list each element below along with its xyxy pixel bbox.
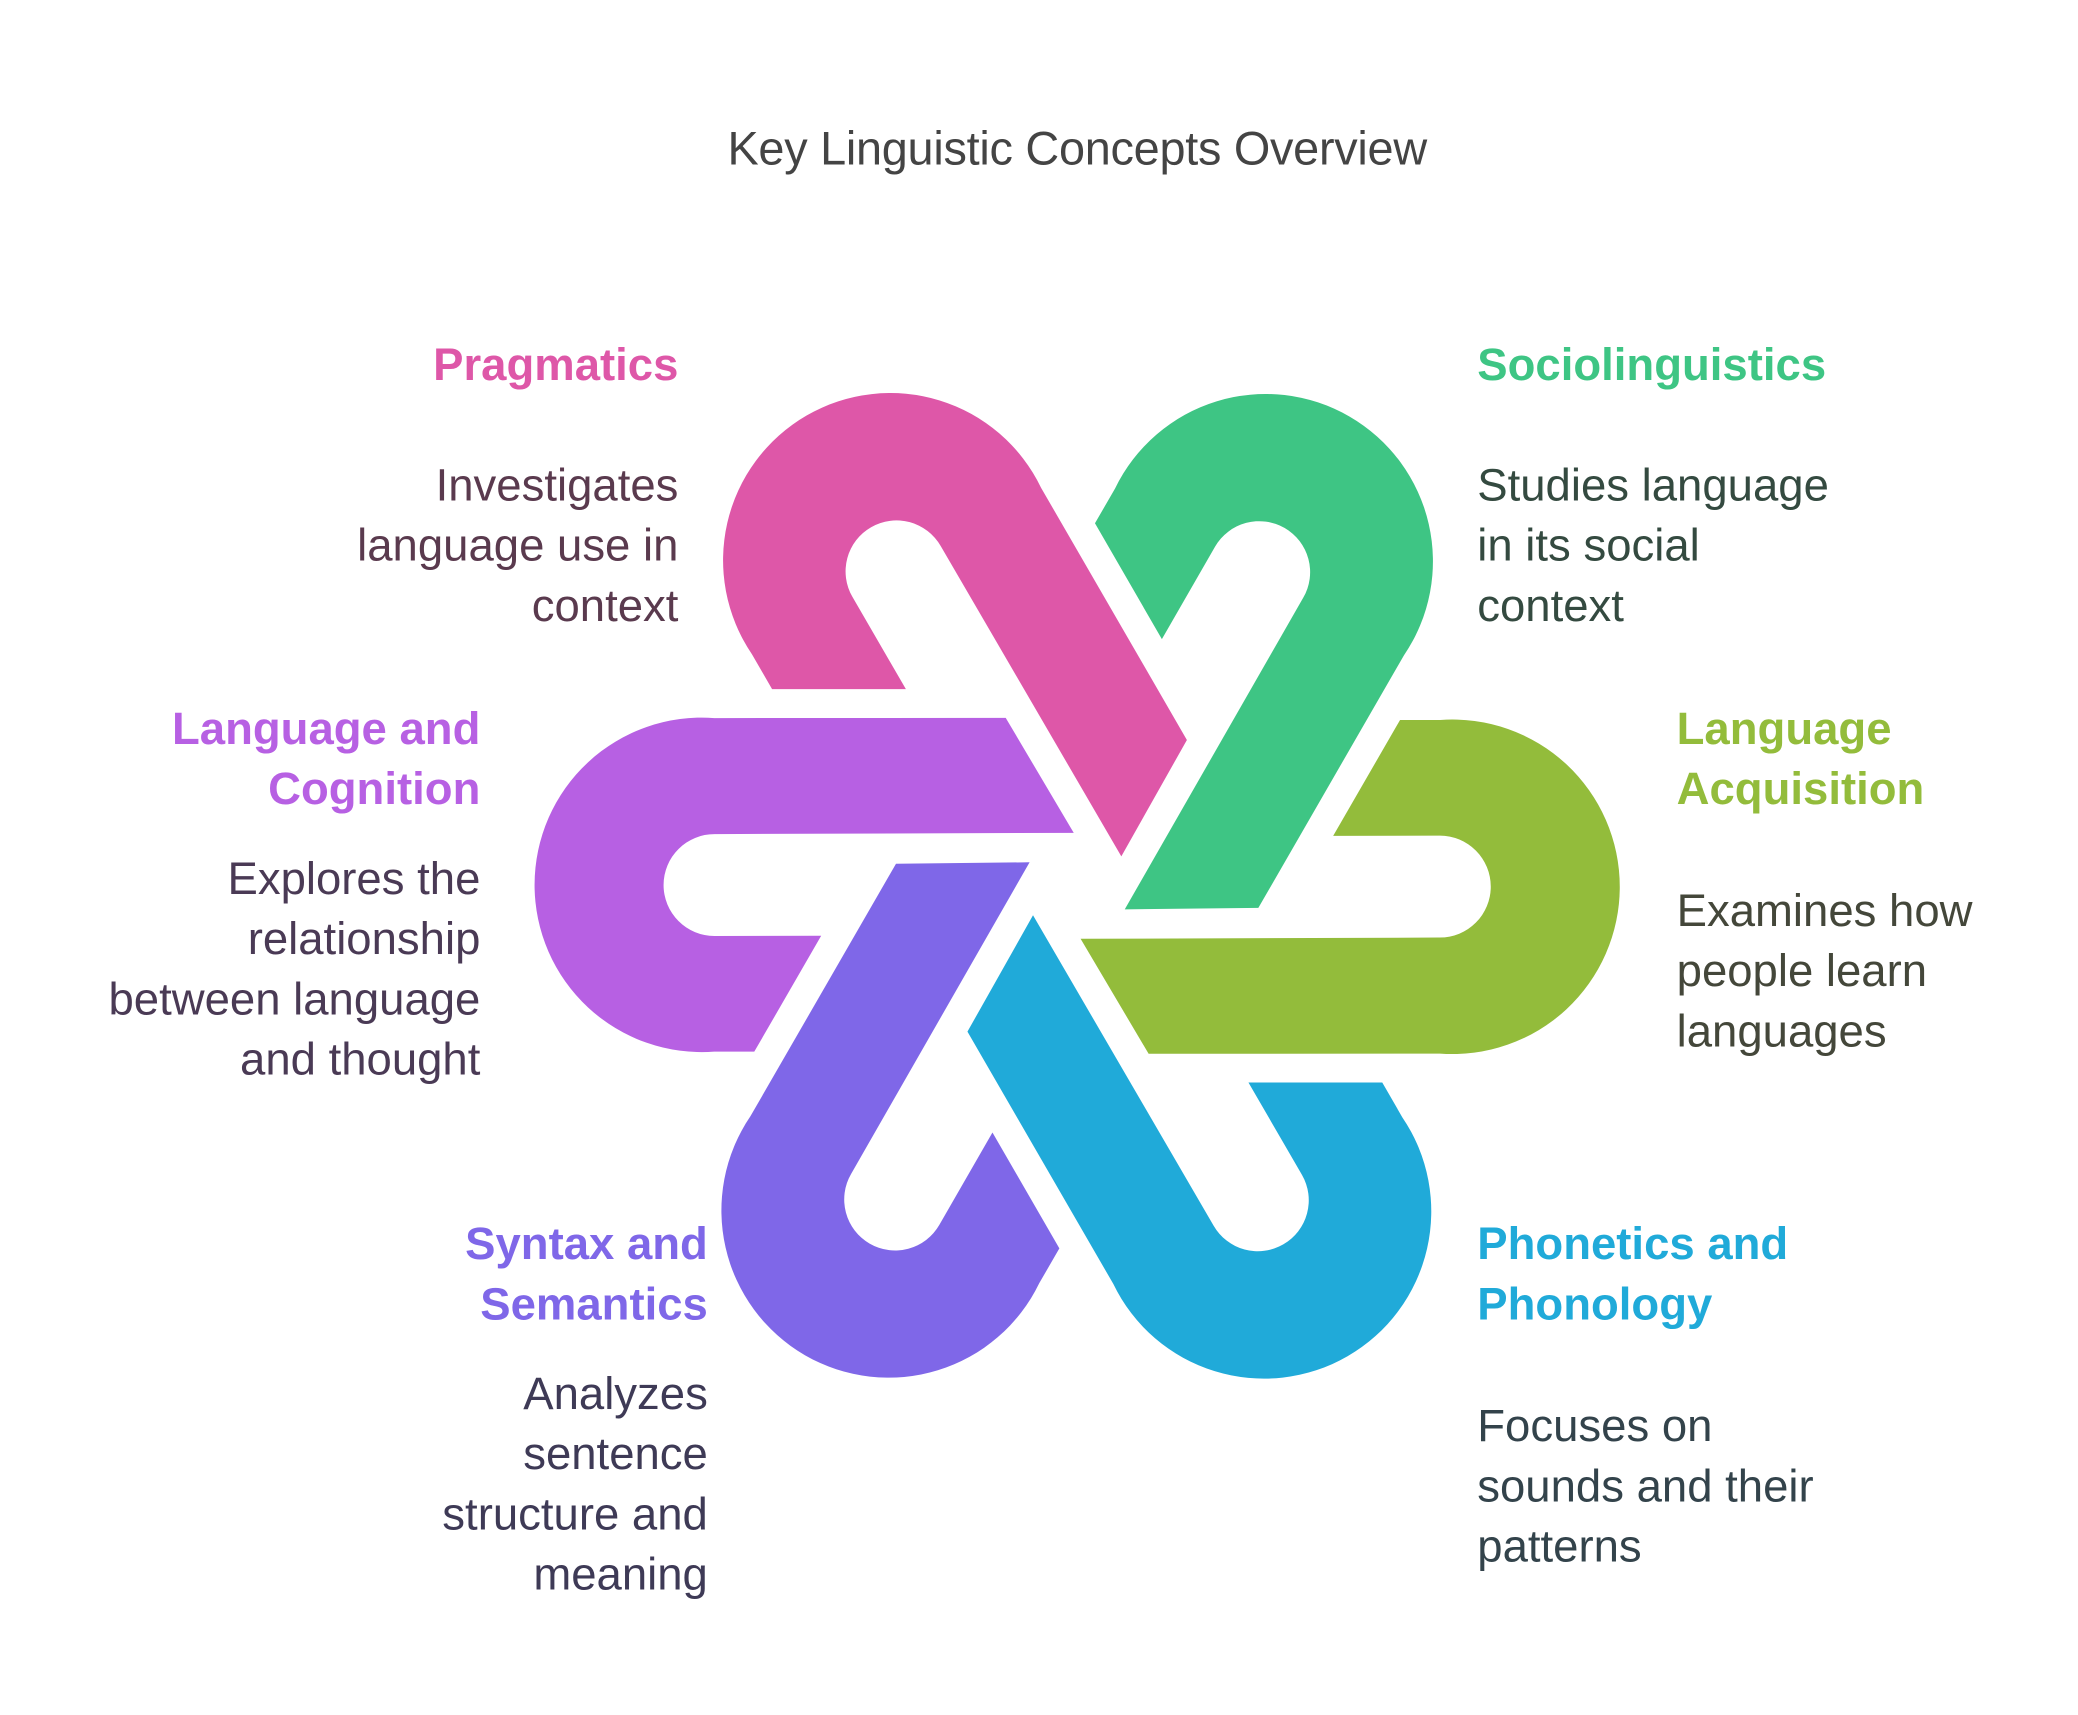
concept-description: Focuses on sounds and their patterns (1477, 1400, 1814, 1573)
concept-description: Examines how people learn languages (1676, 885, 1973, 1058)
concept-description: Analyzes sentence structure and meaning (442, 1368, 708, 1601)
concept-description: Explores the relationship between langua… (108, 853, 481, 1086)
concept-heading: Language and Cognition (171, 703, 481, 815)
concept-language-acquisition: Language Acquisition Examines how people… (1677, 700, 2078, 1063)
concept-phonetics-phonology: Phonetics and Phonology Focuses on sound… (1477, 1215, 2039, 1578)
concept-sociolinguistics: Sociolinguistics Studies language in its… (1477, 336, 2039, 637)
concept-pragmatics: Pragmatics Investigates language use in … (116, 336, 678, 637)
concept-description: Investigates language use in context (357, 460, 679, 632)
concept-heading: Language Acquisition (1676, 703, 1925, 815)
concept-description: Studies language in its social context (1477, 460, 1829, 632)
concept-heading: Syntax and Semantics (465, 1219, 708, 1331)
concept-heading: Sociolinguistics (1477, 339, 1827, 391)
concept-heading: Phonetics and Phonology (1477, 1219, 1789, 1331)
concept-language-cognition: Language and Cognition Explores the rela… (0, 700, 480, 1091)
concept-heading: Pragmatics (433, 339, 679, 391)
diagram-title: Key Linguistic Concepts Overview (727, 123, 1427, 176)
concept-syntax-semantics: Syntax and Semantics Analyzes sentence s… (146, 1215, 708, 1606)
